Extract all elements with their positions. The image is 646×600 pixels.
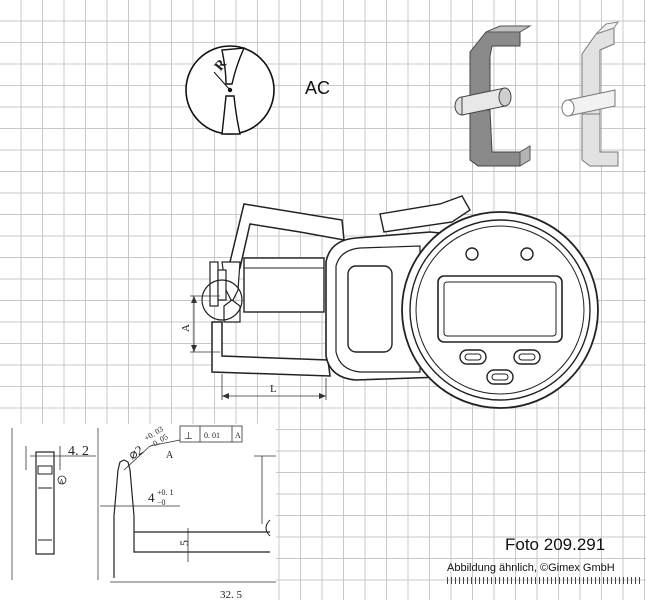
- dial-gauge: [201, 195, 599, 409]
- gdt-symbol: ⊥: [184, 431, 193, 442]
- dimension-l: [221, 374, 327, 400]
- bottom-dim: 32. 5: [220, 589, 243, 600]
- gdt-value: 0. 01: [204, 431, 220, 440]
- image-credit: Abbildung ähnlich, ©Gimex GmbH: [447, 562, 615, 574]
- technical-drawing: [0, 424, 276, 600]
- scale-ruler: [447, 577, 642, 584]
- datum-marker: A: [59, 478, 64, 486]
- width-dim: 4. 2: [68, 444, 89, 459]
- jaw-illustration-right: [561, 21, 620, 167]
- dim-l-label: L: [270, 383, 277, 395]
- jaw-illustration-left: [454, 25, 532, 167]
- detail-label: AC: [305, 78, 331, 98]
- diameter-ref: A: [166, 450, 174, 461]
- dimension-a: [190, 295, 220, 353]
- dim-a-label: A: [180, 324, 192, 332]
- side-dim: 5: [177, 540, 191, 546]
- depth-tol-plus: +0. 1: [157, 488, 174, 497]
- photo-reference: Foto 209.291: [505, 535, 606, 554]
- diameter-dim: ⌀2: [126, 442, 146, 462]
- tip-detail: [185, 45, 275, 135]
- depth-dim: 4: [148, 490, 155, 505]
- gdt-datum: A: [235, 431, 241, 440]
- depth-tol-minus: −0: [157, 498, 166, 507]
